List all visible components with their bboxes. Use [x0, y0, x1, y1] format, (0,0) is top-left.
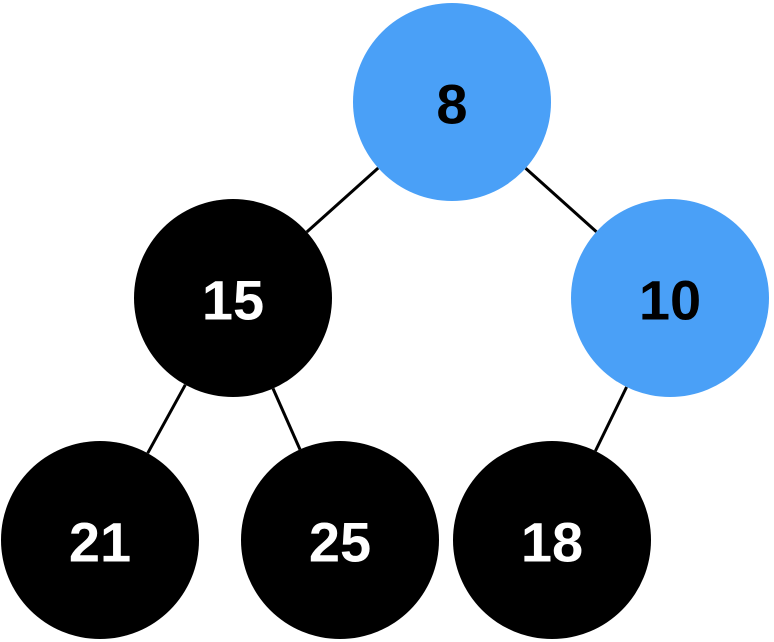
- node-circle: [453, 441, 651, 639]
- edge-n8-n10: [524, 167, 598, 233]
- tree-node-18: 18: [453, 441, 651, 639]
- node-label: 25: [309, 511, 371, 574]
- tree-node-10: 10: [571, 199, 769, 397]
- edge-n15-n25: [271, 387, 302, 451]
- node-label: 8: [436, 73, 467, 136]
- edges-layer: [146, 166, 628, 454]
- node-label: 10: [639, 269, 701, 332]
- node-circle: [134, 199, 332, 397]
- tree-node-15: 15: [134, 199, 332, 397]
- node-label: 21: [69, 511, 131, 574]
- edge-n10-n18: [594, 386, 628, 452]
- tree-node-21: 21: [1, 441, 199, 639]
- node-circle: [241, 441, 439, 639]
- tree-node-8: 8: [353, 3, 551, 201]
- tree-node-25: 25: [241, 441, 439, 639]
- node-circle: [353, 3, 551, 201]
- node-label: 15: [202, 269, 264, 332]
- node-circle: [1, 441, 199, 639]
- edge-n15-n21: [146, 384, 187, 454]
- nodes-layer: 8 15 10 21 25 18: [1, 3, 769, 639]
- node-label: 18: [521, 511, 583, 574]
- node-circle: [571, 199, 769, 397]
- edge-n8-n15: [305, 166, 380, 234]
